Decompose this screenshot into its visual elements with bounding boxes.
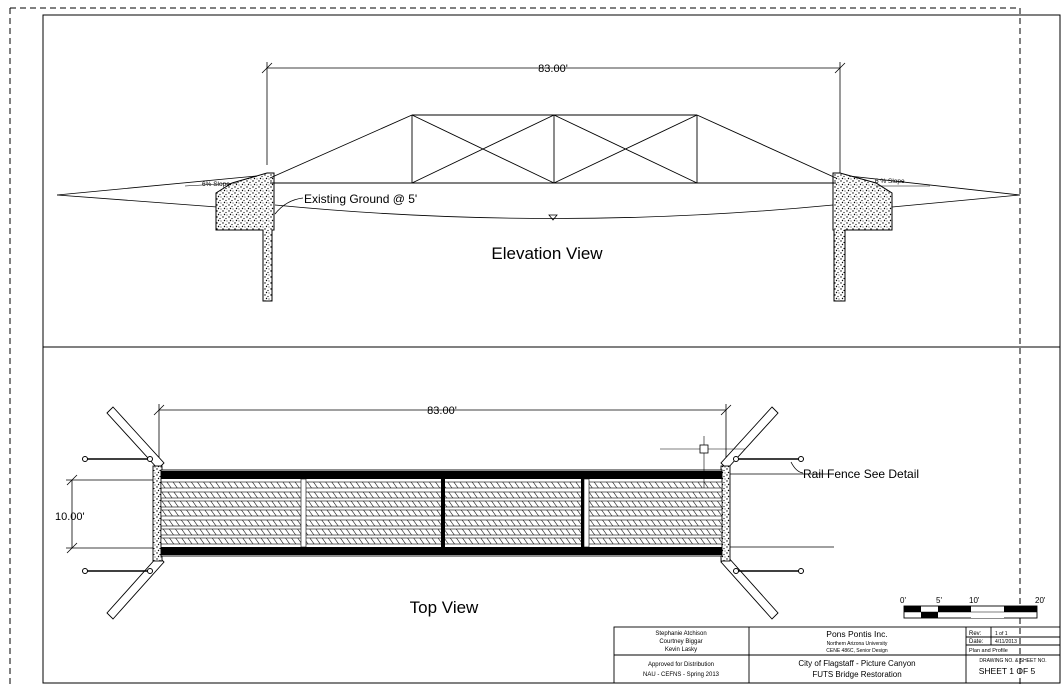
ground-note: Existing Ground @ 5' — [304, 192, 417, 206]
rev-label: Rev: — [969, 631, 982, 637]
scale-tick-20: 20' — [1035, 596, 1046, 605]
approval-line-2: NAU - CEFNS - Spring 2013 — [643, 672, 720, 678]
author-3: Kevin Lasky — [665, 647, 697, 653]
scale-tick-5: 5' — [936, 596, 942, 605]
date-value: 4/11/2013 — [995, 639, 1017, 645]
sheet-number: SHEET 1 OF 5 — [979, 666, 1036, 676]
university-name: Northern Arizona University — [827, 641, 888, 647]
course-name: CENE 486C, Senior Design — [826, 648, 888, 654]
scale-tick-10: 10' — [969, 596, 980, 605]
right-slope-label: 6 % Slope — [875, 178, 905, 185]
truss-bridge — [269, 114, 837, 184]
top-width-dimension — [66, 474, 160, 554]
rail-fences — [82, 456, 804, 574]
bridge-deck — [160, 469, 723, 557]
rail-fence-leader — [790, 461, 804, 474]
left-abutment — [215, 172, 275, 302]
ground-profile — [56, 174, 1021, 219]
top-view: 83.00' 10.00' — [55, 404, 919, 620]
drawing-no-label: DRAWING NO. & SHEET NO. — [979, 658, 1046, 664]
sheet-type: Plan and Profile — [969, 648, 1008, 654]
project-line-2: FUTS Bridge Restoration — [812, 670, 901, 679]
left-slope-label: 6% Slope — [202, 181, 230, 188]
approval-line-1: Approved for Distribution — [648, 662, 714, 668]
top-span-label: 83.00' — [427, 405, 457, 417]
ground-callout-leader — [274, 197, 304, 215]
rail-fence-note: Rail Fence See Detail — [803, 467, 919, 481]
elevation-view-title: Elevation View — [491, 244, 603, 263]
company-name: Pons Pontis Inc. — [826, 629, 887, 639]
top-span-dimension — [153, 404, 732, 490]
sheet-border — [9, 7, 1061, 688]
title-block: Stephanie Atchison Courtney Biggar Kevin… — [613, 626, 1061, 684]
water-level-marker — [548, 214, 558, 221]
project-line-1: City of Flagstaff - Picture Canyon — [798, 659, 915, 668]
elevation-view: 83.00' 6% Slop — [56, 62, 1021, 302]
right-abutment — [832, 172, 893, 302]
elevation-span-dimension — [261, 62, 846, 175]
author-1: Stephanie Atchison — [655, 631, 706, 637]
top-view-title: Top View — [410, 598, 479, 617]
rev-value: 1 of 1 — [995, 631, 1008, 637]
top-width-label: 10.00' — [55, 511, 85, 523]
elevation-span-label: 83.00' — [538, 63, 568, 75]
scale-bar: 0' 5' 10' 20' — [900, 596, 1046, 619]
scale-tick-0: 0' — [900, 596, 906, 605]
author-2: Courtney Biggar — [659, 639, 702, 645]
date-label: Date: — [969, 639, 984, 645]
